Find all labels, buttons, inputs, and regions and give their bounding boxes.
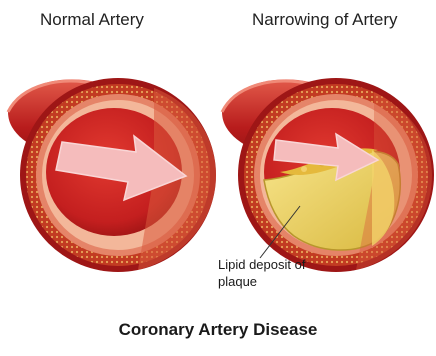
normal-artery [8,78,216,272]
plaque-callout: Lipid deposit of plaque [218,256,305,290]
callout-line-1: Lipid deposit of [218,256,305,273]
figure-caption: Coronary Artery Disease [0,320,436,340]
narrowed-artery [222,78,434,272]
callout-line-2: plaque [218,273,305,290]
